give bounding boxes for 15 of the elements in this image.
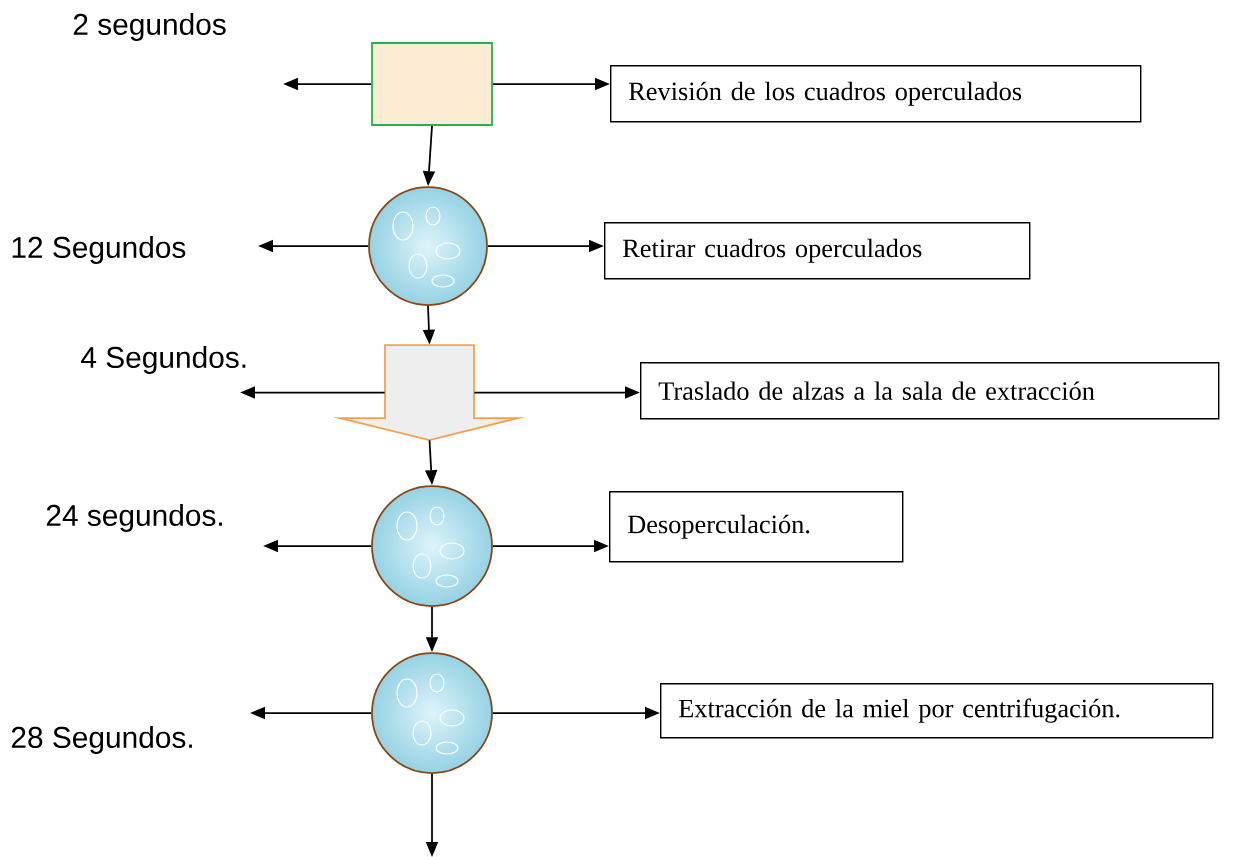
- step-box: Extracción de la miel por centrifugación.: [660, 683, 1214, 739]
- step-box: Traslado de alzas a la sala de extracción: [640, 362, 1220, 420]
- step-box: Retirar cuadros operculados: [604, 222, 1031, 280]
- operation-box: [371, 42, 493, 126]
- duration-label: 2 segundos: [73, 13, 226, 41]
- duration-label: 4 Segundos.: [81, 346, 246, 374]
- bubble-circle: [368, 186, 488, 306]
- duration-label: 24 segundos.: [46, 504, 222, 532]
- duration-label: 12 Segundos: [12, 236, 186, 264]
- step-box: Desoperculación.: [609, 491, 904, 563]
- duration-label: 28 Segundos.: [11, 726, 192, 754]
- bubble-circle: [371, 652, 493, 774]
- step-box: Revisión de los cuadros operculados: [610, 65, 1142, 123]
- bubble-circle: [371, 485, 493, 607]
- transport-symbol: [332, 344, 526, 441]
